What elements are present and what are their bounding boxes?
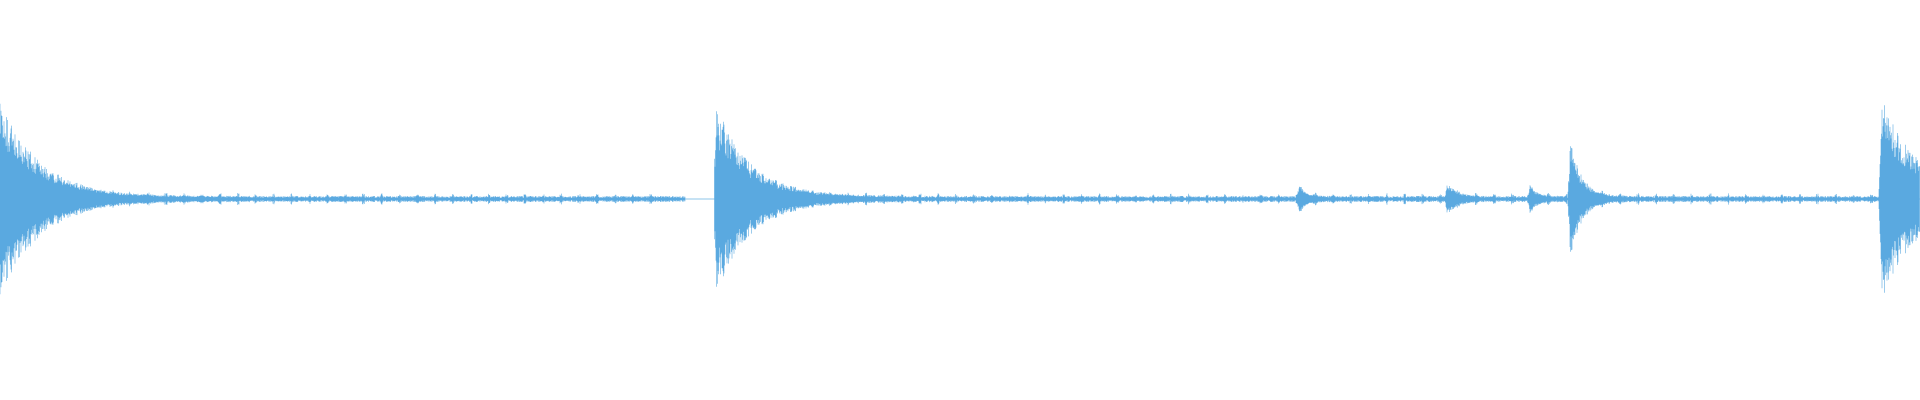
- waveform-signal: [0, 103, 1920, 295]
